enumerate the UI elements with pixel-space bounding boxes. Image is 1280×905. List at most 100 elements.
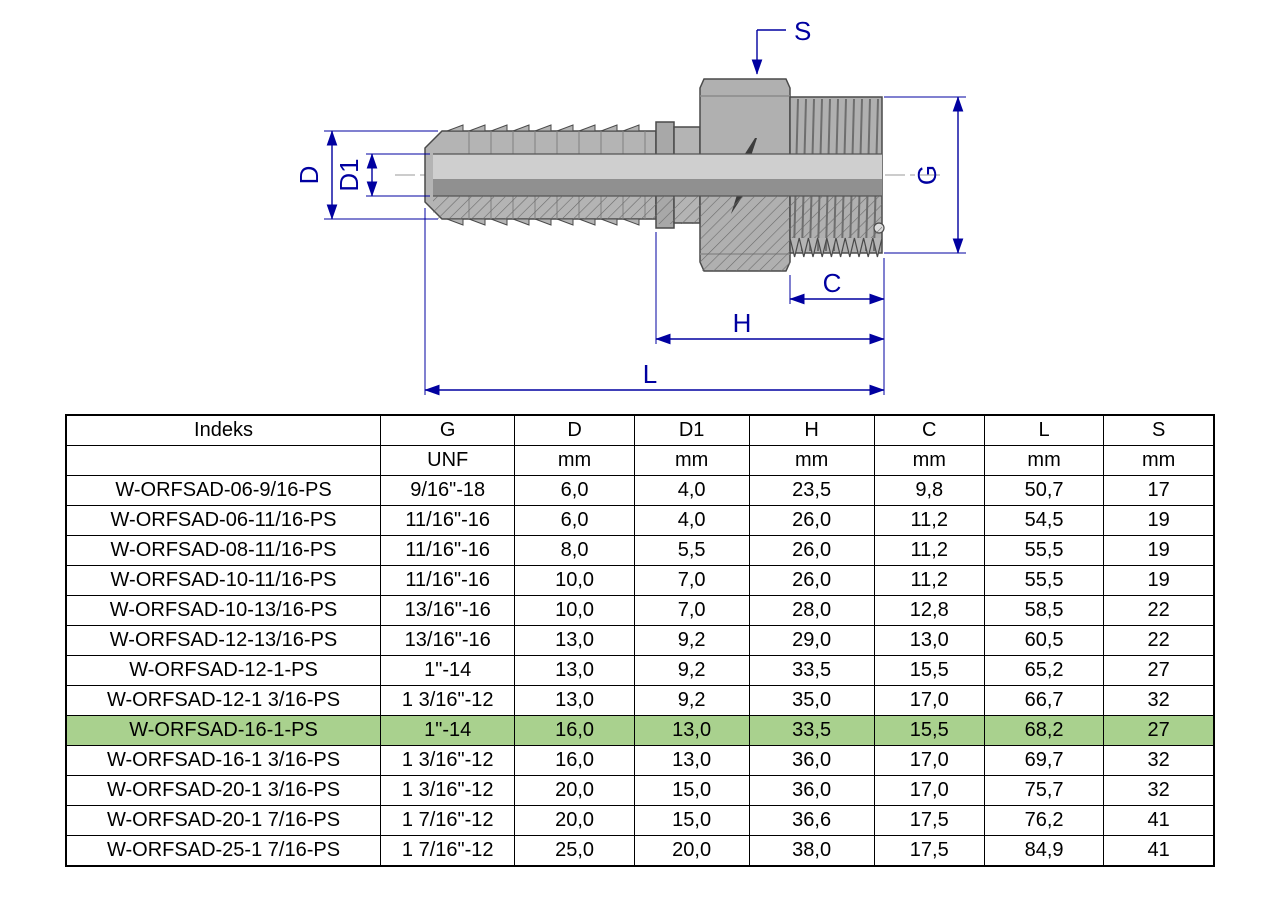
table-cell: 13/16"-16: [380, 595, 516, 626]
table-cell: 17,0: [873, 775, 985, 806]
header-cell: Indeks: [65, 414, 382, 446]
hatch-collar: [656, 196, 700, 224]
table-cell: 36,0: [748, 775, 875, 806]
table-cell: W-ORFSAD-12-1-PS: [65, 655, 382, 686]
table-cell: 55,5: [983, 535, 1105, 566]
table-cell: 16,0: [514, 715, 635, 746]
table-cell: 41: [1103, 805, 1215, 836]
hatch-hex: [700, 196, 790, 271]
dim-label-l: L: [643, 359, 657, 389]
table-cell: 20,0: [633, 835, 750, 867]
table-cell: 10,0: [514, 595, 635, 626]
unit-cell: mm: [1103, 445, 1215, 476]
table-cell: 22: [1103, 625, 1215, 656]
table-cell: 19: [1103, 505, 1215, 536]
table-cell: 22: [1103, 595, 1215, 626]
table-cell: 17,5: [873, 835, 985, 867]
table-cell: 17,5: [873, 805, 985, 836]
table-cell: 9,2: [633, 625, 750, 656]
unit-cell: mm: [748, 445, 875, 476]
table-cell: 1 3/16"-12: [380, 775, 516, 806]
table-cell: 33,5: [748, 655, 875, 686]
table-cell: 36,6: [748, 805, 875, 836]
table-cell: W-ORFSAD-10-13/16-PS: [65, 595, 382, 626]
table-cell: 13,0: [514, 625, 635, 656]
table-cell: 58,5: [983, 595, 1105, 626]
table-cell: 32: [1103, 685, 1215, 716]
unit-cell: mm: [983, 445, 1105, 476]
dim-label-d: D: [294, 166, 324, 185]
ext-lines-g: [884, 96, 966, 254]
table-cell: 66,7: [983, 685, 1105, 716]
table-cell: 12,8: [873, 595, 985, 626]
table-cell: 9/16"-18: [380, 475, 516, 506]
table-cell: 9,2: [633, 685, 750, 716]
header-cell: G: [380, 414, 516, 446]
table-cell: 26,0: [748, 535, 875, 566]
table-cell: 9,8: [873, 475, 985, 506]
barb-teeth-bottom: [446, 218, 640, 226]
unit-cell: [65, 445, 382, 476]
header-cell: H: [748, 414, 875, 446]
table-cell: 1 7/16"-12: [380, 805, 516, 836]
hatch-tail: [433, 196, 656, 219]
table-cell: 11,2: [873, 535, 985, 566]
table-cell: 8,0: [514, 535, 635, 566]
table-cell: 7,0: [633, 565, 750, 596]
unit-cell: mm: [633, 445, 750, 476]
table-cell: 76,2: [983, 805, 1105, 836]
table-cell: 28,0: [748, 595, 875, 626]
ext-lines-d: [324, 130, 438, 220]
unit-cell: mm: [873, 445, 985, 476]
table-cell: W-ORFSAD-16-1 3/16-PS: [65, 745, 382, 776]
unit-cell: mm: [514, 445, 635, 476]
table-cell: 50,7: [983, 475, 1105, 506]
table-cell: 15,5: [873, 715, 985, 746]
table-cell: 35,0: [748, 685, 875, 716]
dim-label-s: S: [794, 16, 811, 46]
table-cell: 16,0: [514, 745, 635, 776]
table-cell: 11,2: [873, 565, 985, 596]
hatch-thread: [790, 196, 882, 238]
table-cell: 19: [1103, 535, 1215, 566]
table-cell: 17,0: [873, 685, 985, 716]
table-cell: W-ORFSAD-20-1 3/16-PS: [65, 775, 382, 806]
table-cell: 15,5: [873, 655, 985, 686]
table-cell: 13,0: [873, 625, 985, 656]
table-cell: 6,0: [514, 505, 635, 536]
table-cell: 65,2: [983, 655, 1105, 686]
table-cell: 32: [1103, 775, 1215, 806]
header-cell: L: [983, 414, 1105, 446]
table-cell: 26,0: [748, 505, 875, 536]
table-cell: 17: [1103, 475, 1215, 506]
table-cell: 11/16"-16: [380, 535, 516, 566]
table-cell: 13,0: [514, 655, 635, 686]
table-cell: W-ORFSAD-16-1-PS: [65, 715, 382, 746]
table-cell: 13/16"-16: [380, 625, 516, 656]
table-cell: 4,0: [633, 505, 750, 536]
table-cell: W-ORFSAD-10-11/16-PS: [65, 565, 382, 596]
table-cell: 9,2: [633, 655, 750, 686]
fitting-diagram: S D D1 G C H L: [294, 16, 966, 396]
table-cell: 23,5: [748, 475, 875, 506]
table-cell: W-ORFSAD-25-1 7/16-PS: [65, 835, 382, 867]
table-cell: 5,5: [633, 535, 750, 566]
table-cell: W-ORFSAD-08-11/16-PS: [65, 535, 382, 566]
dim-label-g: G: [912, 165, 942, 185]
table-cell: 11/16"-16: [380, 565, 516, 596]
table-cell: 13,0: [633, 745, 750, 776]
table-cell: 33,5: [748, 715, 875, 746]
dim-label-c: C: [823, 268, 842, 298]
table-cell: 4,0: [633, 475, 750, 506]
